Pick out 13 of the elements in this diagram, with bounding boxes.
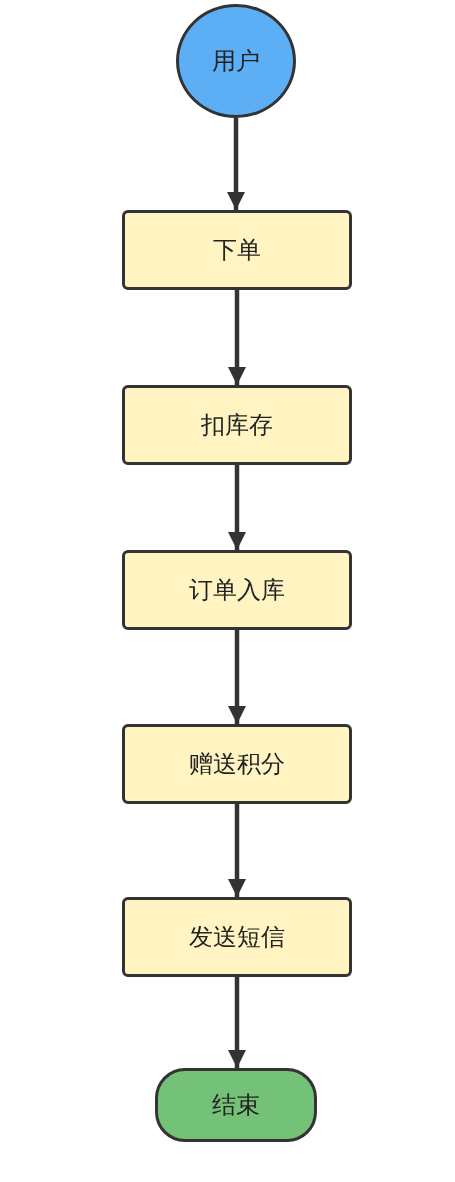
arrow <box>228 465 246 550</box>
process-box: 发送短信 <box>122 897 352 977</box>
arrow <box>227 118 245 210</box>
arrow <box>228 804 246 897</box>
process-box: 扣库存 <box>122 385 352 465</box>
end-box: 结束 <box>155 1068 317 1142</box>
process-box: 订单入库 <box>122 550 352 630</box>
process-box: 下单 <box>122 210 352 290</box>
arrow <box>228 977 246 1068</box>
arrow <box>228 630 246 724</box>
start-circle: 用户 <box>176 4 296 118</box>
arrow <box>228 290 246 385</box>
process-box: 赠送积分 <box>122 724 352 804</box>
